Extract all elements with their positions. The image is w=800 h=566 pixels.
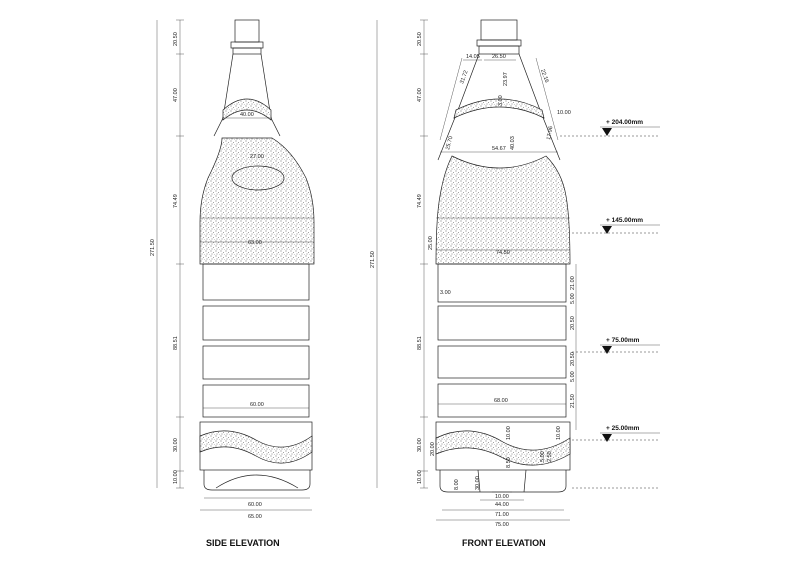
front-neck-dim-5: 25.70 xyxy=(445,136,454,151)
front-neck-collar xyxy=(478,45,520,55)
front-neck-dim-7: 40.03 xyxy=(510,136,516,150)
front-neck-dim-0: 14.05 xyxy=(466,54,480,60)
front-total-dim: 271.50 xyxy=(370,251,376,268)
front-panel-3 xyxy=(437,345,567,379)
side-neck-outline xyxy=(222,53,272,119)
front-small-dim-1: 8.00 xyxy=(454,479,460,490)
front-neck-ring xyxy=(476,39,522,47)
front-right-dim-2: 20.50 xyxy=(570,316,576,330)
front-right-dim-4: 5.00 xyxy=(570,371,576,382)
front-dim-base: 10.00 xyxy=(417,470,423,484)
front-base-dim-0: 10.00 xyxy=(495,494,509,500)
level-triangle-25 xyxy=(602,434,612,442)
front-wave-band xyxy=(435,430,571,466)
side-base xyxy=(203,470,311,491)
front-panel-4 xyxy=(437,383,567,418)
front-dim-neck-ring: 20.50 xyxy=(417,32,423,46)
front-right-dim-3: 20.50 xyxy=(570,352,576,366)
front-base-feet xyxy=(477,469,527,493)
side-base-inner: 60.00 xyxy=(248,502,262,508)
front-panel-2 xyxy=(437,305,567,341)
side-total-dim: 271.50 xyxy=(150,239,156,256)
side-neck-band xyxy=(222,98,272,121)
level-label-25: + 25.00mm xyxy=(606,425,640,432)
side-panel-1 xyxy=(202,263,310,301)
front-neck-dim-6: 3.00 xyxy=(498,95,504,106)
side-handle-width: 27.00 xyxy=(250,154,264,160)
side-body-width: 60.00 xyxy=(250,402,264,408)
front-small-dim-7: 10.00 xyxy=(556,426,562,440)
side-panel-2 xyxy=(202,305,310,341)
front-body-width: 68.00 xyxy=(494,398,508,404)
side-dim-base: 10.00 xyxy=(173,470,179,484)
front-neck-dim-4: 22.16 xyxy=(539,69,549,84)
level-label-75: + 75.00mm xyxy=(606,337,640,344)
front-dim-shoulder: 74.49 xyxy=(417,194,423,208)
front-elevation: 271.50 20.50 47.00 74.49 88.51 30.00 10.… xyxy=(370,19,577,548)
front-dim-wave: 30.00 xyxy=(417,438,423,452)
front-dim-body: 88.51 xyxy=(417,336,423,350)
front-small-dim-3: 8.50 xyxy=(506,457,512,468)
side-neck-width: 40.00 xyxy=(240,112,254,118)
level-markers: + 204.00mm + 145.00mm + 75.00mm + 25.00m… xyxy=(560,119,660,489)
side-dim-neck-ring: 20.50 xyxy=(173,32,179,46)
front-lower-dim-1: 30.00 xyxy=(475,476,481,490)
front-neck-dim-8: 17.96 xyxy=(546,126,554,141)
side-dim-neck: 47.00 xyxy=(173,88,179,102)
side-shoulder-mass xyxy=(199,137,315,265)
front-right-dim-5: 21.50 xyxy=(570,394,576,408)
front-lower-dim-0: 20.00 xyxy=(430,442,436,456)
front-neck-dim-2: 23.97 xyxy=(503,72,509,86)
front-neck-dim-3: 31.72 xyxy=(459,70,469,85)
side-wave-band xyxy=(199,430,313,464)
front-neck-construction xyxy=(439,57,559,141)
front-elevation-title: FRONT ELEVATION xyxy=(462,538,546,548)
front-base-dim-3: 75.00 xyxy=(495,522,509,528)
side-shoulder-lines xyxy=(213,117,281,137)
side-panel-3 xyxy=(202,345,310,380)
side-panel-4 xyxy=(202,384,310,418)
level-label-145: + 145.00mm xyxy=(606,217,643,224)
side-base-outer: 65.00 xyxy=(248,514,262,520)
side-dim-ticks xyxy=(176,19,184,489)
front-neck-band xyxy=(453,98,545,119)
front-small-dim-5: 2.50 xyxy=(547,451,553,462)
front-right-dim-0: 21.00 xyxy=(570,276,576,290)
front-base-dim-1: 44.00 xyxy=(495,502,509,508)
front-small-dim-2: 10.00 xyxy=(506,426,512,440)
front-shoulder-mass xyxy=(435,155,571,265)
side-dim-shoulder: 74.49 xyxy=(173,194,179,208)
side-elevation-title: SIDE ELEVATION xyxy=(206,538,280,548)
front-small-dim-4: 5.00 xyxy=(540,451,546,462)
front-cap xyxy=(480,19,518,41)
front-shoulder-height: 25.00 xyxy=(428,236,434,250)
front-neck-dim-5mm: 10.00 xyxy=(557,110,571,116)
front-base-dim-2: 71.00 xyxy=(495,512,509,518)
front-neck-dim-1: 26.50 xyxy=(492,54,506,60)
side-shoulder-width: 63.00 xyxy=(248,240,262,246)
side-dim-body: 88.51 xyxy=(173,336,179,350)
level-triangle-75 xyxy=(602,346,612,354)
side-cap xyxy=(234,19,260,43)
level-triangle-145 xyxy=(602,226,612,234)
front-panel-1 xyxy=(437,263,567,303)
side-dim-wave: 30.00 xyxy=(173,438,179,452)
front-right-dim-1: 5.00 xyxy=(570,293,576,304)
front-neck-dim-9: 54.67 xyxy=(492,146,506,152)
level-triangle-204 xyxy=(602,128,612,136)
level-label-204: + 204.00mm xyxy=(606,119,643,126)
front-shoulder-width: 74.50 xyxy=(496,250,510,256)
side-neck-ring xyxy=(230,41,264,49)
side-neck-collar xyxy=(232,47,262,55)
side-elevation: 271.50 20.50 47.00 74.49 88.51 30.00 10.… xyxy=(150,19,315,548)
side-base-arch xyxy=(215,474,299,489)
side-handle-hole xyxy=(231,165,285,191)
front-small-dim-0: 3.00 xyxy=(440,290,451,296)
front-dim-neck: 47.00 xyxy=(417,88,423,102)
front-dim-ticks xyxy=(420,19,428,489)
